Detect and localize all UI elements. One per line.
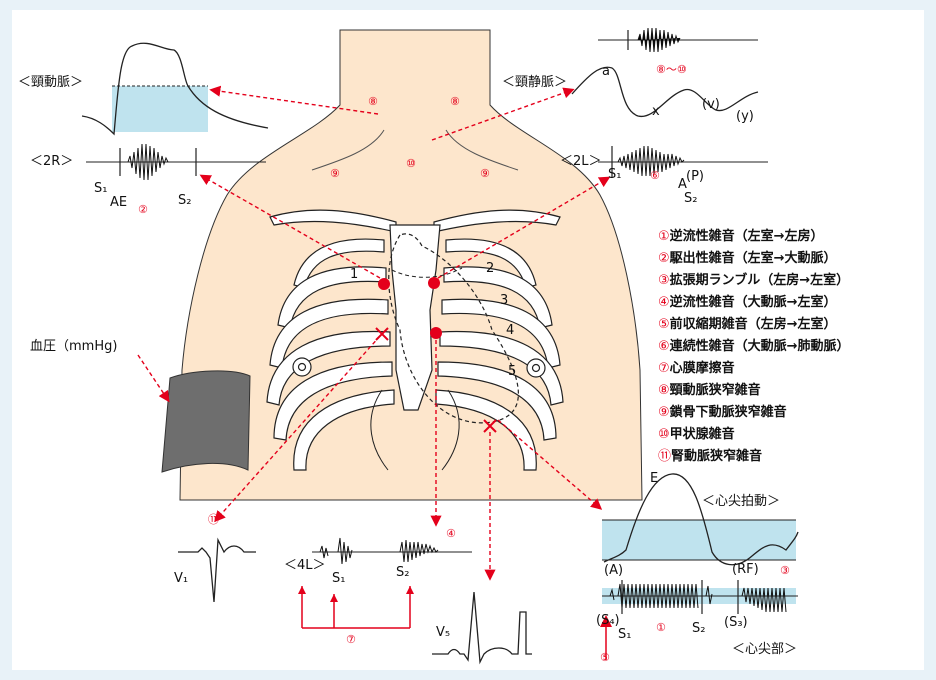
murmur-legend: ①逆流性雑音（左室→左房） ②駆出性雑音（左室→大動脈） ③拡張期ランブル（左房… xyxy=(658,226,850,468)
2r-label: ＜2R＞ xyxy=(30,155,73,168)
jug-x: x xyxy=(652,105,660,118)
n7-label: ⑦ xyxy=(346,634,356,645)
2r-s2: S₂ xyxy=(178,194,191,207)
n11-label: ⑪ xyxy=(208,514,219,525)
apex-s2: S₂ xyxy=(692,622,705,635)
v5-label: V₅ xyxy=(436,626,450,639)
rib-1: 1 xyxy=(350,268,358,281)
apex-label: ＜心尖部＞ xyxy=(732,643,797,656)
rib-5: 5 xyxy=(508,365,516,378)
legend-item: ①逆流性雑音（左室→左房） xyxy=(658,226,850,248)
4l-s2: S₂ xyxy=(396,566,409,579)
jug-y: (y) xyxy=(736,110,754,123)
jugular-label: ＜頸静脈＞ xyxy=(502,76,567,89)
2l-s2: S₂ xyxy=(684,192,697,205)
arrow-bp xyxy=(138,355,168,400)
apex-s1: S₁ xyxy=(618,628,631,641)
n5-label: ⑤ xyxy=(600,652,610,663)
neck-9-left: ⑨ xyxy=(480,168,490,179)
2l-num: ⑥ xyxy=(650,170,660,181)
jug-v: (v) xyxy=(702,98,720,111)
right-nipple xyxy=(293,358,311,376)
carotid-label: ＜頸動脈＞ xyxy=(18,76,83,89)
2r-s1: S₁ xyxy=(94,182,107,195)
apex-blue-area xyxy=(602,520,796,560)
legend-item: ⑧頸動脈狭窄雑音 xyxy=(658,380,850,402)
bp-cuff xyxy=(162,371,250,472)
point-2l xyxy=(428,277,440,289)
2l-s1: S₁ xyxy=(608,168,621,181)
2r-ae: AE xyxy=(110,196,127,209)
2l-label: ＜2L＞ xyxy=(560,155,602,168)
stage: ＜頸動脈＞ ＜頸静脈＞ ＜2R＞ ＜2L＞ ＜4L＞ ＜心尖拍動＞ ＜心尖部＞ … xyxy=(12,10,924,670)
4l-sounds xyxy=(320,538,438,564)
apex-rf: (RF) xyxy=(732,563,759,576)
legend-item: ⑩甲状腺雑音 xyxy=(658,424,850,446)
neck-8-left: ⑧ xyxy=(450,96,460,107)
n3-label: ③ xyxy=(780,565,790,576)
neck-8-right: ⑧ xyxy=(368,96,378,107)
jug-range: ⑧〜⑩ xyxy=(656,64,687,75)
apex-e: E xyxy=(650,472,658,485)
jug-a: a xyxy=(602,65,610,78)
legend-item: ⑤前収縮期雑音（左房→左室） xyxy=(658,314,850,336)
n1-label: ① xyxy=(656,622,666,633)
2r-num: ② xyxy=(138,204,148,215)
apex-beat-label: ＜心尖拍動＞ xyxy=(702,495,780,508)
4l-label: ＜4L＞ xyxy=(284,559,326,572)
2l-p: (P) xyxy=(686,170,704,183)
rib-2: 2 xyxy=(486,262,494,275)
point-2r xyxy=(378,278,390,290)
4l-s1: S₁ xyxy=(332,572,345,585)
rib-3: 3 xyxy=(500,294,508,307)
n4-label: ④ xyxy=(446,528,456,539)
neck-10: ⑩ xyxy=(406,158,416,169)
legend-item: ③拡張期ランブル（左房→左室） xyxy=(658,270,850,292)
legend-item: ⑥連続性雑音（大動脈→肺動脈） xyxy=(658,336,850,358)
left-nipple xyxy=(527,359,545,377)
neck-9-right: ⑨ xyxy=(330,168,340,179)
v1-label: V₁ xyxy=(174,572,188,585)
ecg-v1 xyxy=(178,540,256,602)
apex-s4: (S₄) xyxy=(596,614,620,627)
apex-s3: (S₃) xyxy=(724,616,748,629)
apex-a: (A) xyxy=(604,564,623,577)
legend-item: ⑦心膜摩擦音 xyxy=(658,358,850,380)
rib-4: 4 xyxy=(506,324,514,337)
legend-item: ⑨鎖骨下動脈狭窄雑音 xyxy=(658,402,850,424)
legend-item: ②駆出性雑音（左室→大動脈） xyxy=(658,248,850,270)
legend-item: ④逆流性雑音（大動脈→左室） xyxy=(658,292,850,314)
legend-item: ⑪腎動脈狭窄雑音 xyxy=(658,446,850,468)
bp-label: 血圧（mmHg) xyxy=(30,340,117,353)
point-4l xyxy=(430,327,442,339)
